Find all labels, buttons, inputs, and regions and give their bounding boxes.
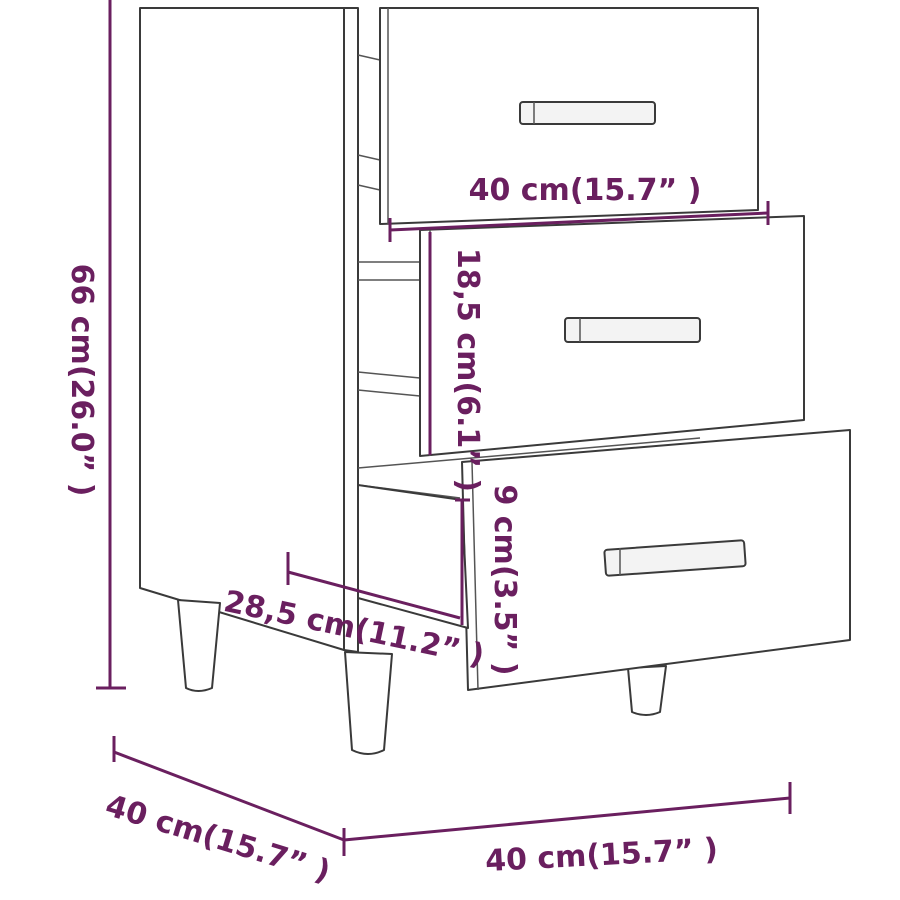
cabinet-body bbox=[139, 7, 701, 653]
shelf-rail bbox=[357, 389, 421, 397]
leg-front-left bbox=[344, 651, 393, 755]
total-height-label: 66 cm(26.0” ) bbox=[64, 264, 99, 497]
width-dimension-line bbox=[343, 796, 791, 842]
drawer-width-label: 40 cm(15.7” ) bbox=[469, 173, 702, 208]
drawer-height-label: 18,5 cm(6.1” ) bbox=[450, 248, 485, 492]
leg-front-right bbox=[627, 665, 667, 716]
inner-depth-dimension-line bbox=[287, 570, 461, 620]
drawer-middle-handle bbox=[564, 317, 701, 343]
drawer-bottom-inner-edge bbox=[471, 461, 479, 691]
shelf-rail bbox=[357, 54, 381, 61]
leg-back-left bbox=[177, 599, 221, 692]
drawer-front-height-label: 9 cm(3.5” ) bbox=[487, 484, 522, 675]
drawer-top-handle bbox=[519, 101, 656, 125]
legs bbox=[177, 599, 667, 755]
drawer-top bbox=[379, 7, 759, 225]
shelf-rail bbox=[357, 371, 421, 379]
drawer-width-dimension-line bbox=[389, 211, 769, 232]
drawer-middle bbox=[419, 215, 805, 457]
drawer-bottom bbox=[357, 429, 851, 691]
cabinet-side-panel bbox=[139, 7, 345, 651]
depth-dimension-line bbox=[113, 750, 345, 842]
drawer-bottom-handle bbox=[603, 539, 747, 577]
shelf-rail bbox=[357, 154, 381, 161]
cabinet-front-edge bbox=[343, 7, 359, 653]
dimension-lines bbox=[96, 0, 792, 856]
depth-label: 40 cm(15.7” ) bbox=[101, 788, 334, 890]
shelf-rail bbox=[357, 437, 701, 469]
shelf-rail bbox=[357, 184, 381, 191]
drawer-bottom-side bbox=[357, 484, 469, 629]
width-label: 40 cm(15.7” ) bbox=[484, 832, 718, 879]
